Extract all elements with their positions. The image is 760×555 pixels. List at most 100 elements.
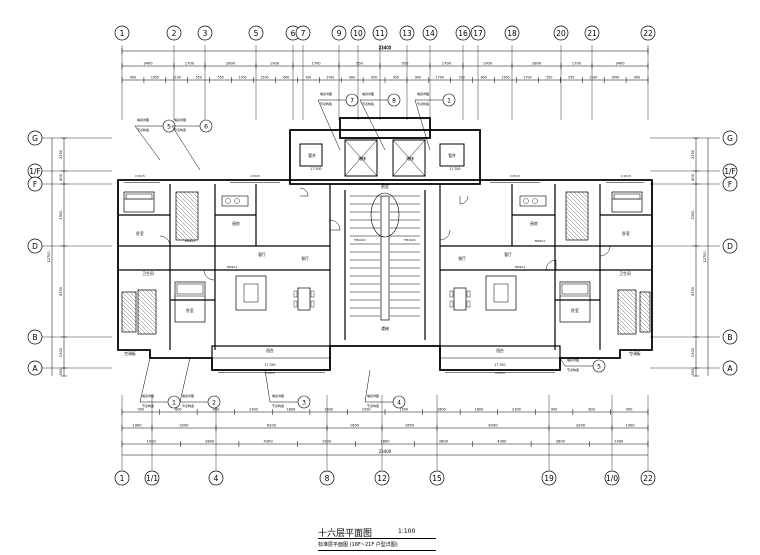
axis-bubble-label: G: [32, 134, 38, 143]
dimension-value: 1900: [132, 424, 142, 428]
dimension-value: 3300: [691, 210, 695, 220]
axis-bubble-bottom: 1/1: [144, 470, 160, 486]
axis-bubble-label: 17: [473, 29, 483, 38]
axis-bubble-label: 3: [203, 29, 208, 38]
chair: [466, 290, 471, 298]
dimension-value: 3400: [615, 62, 625, 66]
dimension-value: 800: [175, 408, 181, 412]
door-swing: [545, 259, 557, 271]
hatch-line: [175, 207, 199, 231]
callout-circle: [387, 93, 401, 107]
sofa: [235, 275, 267, 311]
hatch-line: [145, 289, 157, 301]
axis-bubble-bottom: 12: [374, 470, 390, 486]
dimension-value: 1500: [322, 440, 332, 444]
dimension-value: 900: [213, 408, 219, 412]
axis-bubble-circle: [553, 25, 569, 41]
callout-text: 墙身详图: [174, 117, 186, 122]
door-tag: M0921: [185, 239, 195, 243]
axis-bubble-circle: [722, 176, 738, 192]
dimension-value: 2300: [512, 408, 521, 412]
axis-bubble-circle: [640, 470, 656, 486]
hatch-line: [577, 191, 589, 203]
shaft-box: [299, 143, 323, 167]
hatch-line: [565, 219, 587, 241]
hatch-line: [621, 289, 637, 305]
axis-bubble-circle: [504, 25, 520, 41]
bed-pillow: [176, 283, 204, 295]
hatch-line: [183, 191, 199, 207]
dimension-value: 900: [138, 408, 144, 412]
dimension-value: 2250: [59, 149, 63, 159]
hatch-line: [585, 191, 589, 195]
hatch-line: [133, 291, 137, 295]
hatch-line: [175, 203, 199, 227]
hatch-line: [617, 321, 631, 335]
bed-frame: [611, 191, 643, 213]
callout-text: 节点构造: [182, 403, 194, 408]
axis-bubble-circle: [197, 25, 213, 41]
axis-bubble-circle: [27, 360, 43, 376]
dimension-value: 1900: [614, 440, 624, 444]
callout-leader: [414, 99, 431, 151]
axis-bubble-label: 1: [120, 29, 125, 38]
axis-bubble-label: 18: [507, 29, 517, 38]
chair: [293, 290, 298, 298]
dimension-total: 23400: [379, 449, 392, 454]
callout-leader: [264, 369, 271, 403]
room-label-shaft: 管井: [448, 153, 456, 158]
room-label-shaft: 管井: [308, 153, 316, 158]
room-label-balcony: 阳台: [496, 348, 504, 353]
hatch-line: [617, 329, 623, 335]
dimension-value: 1700: [326, 76, 334, 80]
chair: [449, 290, 454, 298]
coffee-table: [243, 283, 259, 303]
elevator-shaft-left: [344, 139, 378, 177]
dimension-value: 6200: [488, 424, 498, 428]
dimension-value: 1900: [483, 62, 493, 66]
level-mark: 17.300: [310, 167, 321, 171]
hatch-line: [121, 295, 137, 311]
dimension-value: 1700: [238, 76, 246, 80]
axis-bubble-circle: [331, 25, 347, 41]
hatch-line: [129, 291, 137, 299]
chair: [310, 300, 315, 308]
dimension-total: 12700: [703, 251, 707, 263]
dimension-value: 1300: [691, 347, 695, 357]
axis-bubble-label: 16: [458, 29, 468, 38]
callout-text: 节点构造: [417, 101, 429, 106]
axis-bubble-left: G: [27, 130, 43, 146]
callout-number: 1: [172, 400, 176, 407]
axis-bubble-bottom: 15: [429, 470, 445, 486]
bathroom-tile-pattern: [175, 191, 199, 241]
axis-bubble-circle: [722, 360, 738, 376]
hatch-line: [121, 311, 137, 327]
stove: [532, 198, 538, 204]
dimension-value: 2800: [439, 440, 449, 444]
elevator-cross: [344, 139, 378, 177]
axis-bubble-label: 21: [587, 29, 597, 38]
hatch-line: [617, 313, 637, 333]
callout-text: 墙身详图: [272, 393, 284, 398]
axis-bubble-left: 1/F: [27, 163, 43, 179]
room-label-platform: 空调板: [629, 351, 641, 356]
axis-bubble-label: B: [32, 333, 37, 342]
hatch-line: [195, 191, 199, 195]
axis-bubble-label: 11: [375, 29, 385, 38]
counter: [221, 195, 249, 207]
callout-number: 4: [397, 400, 401, 407]
core-top-outline: [339, 117, 431, 139]
axis-bubble-circle: [372, 25, 388, 41]
dimension-value: 950: [402, 62, 410, 66]
stair-core: [350, 192, 420, 321]
axis-bubble-top: 2: [166, 25, 182, 41]
room-label-bedroom: 卧室: [571, 308, 579, 313]
axis-bubble-bottom: 1: [114, 470, 130, 486]
hatch-line: [179, 191, 199, 211]
axis-bubble-label: 22: [643, 29, 653, 38]
dimension-value: 1600: [437, 408, 446, 412]
hatch-line: [191, 191, 199, 199]
